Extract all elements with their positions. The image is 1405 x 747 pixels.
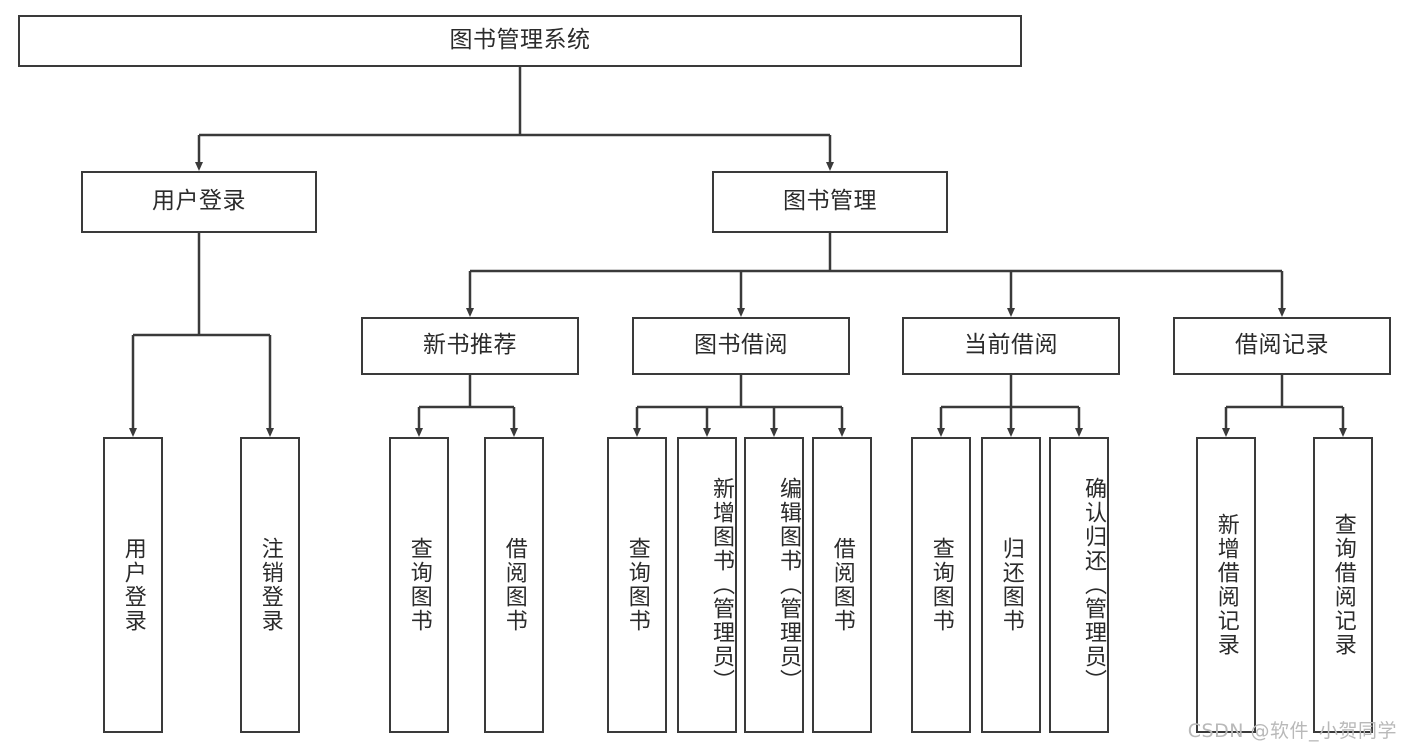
leaf-borrow-book-label: 借阅图书 <box>829 537 855 633</box>
leaf-query-book-current-label: 查询图书 <box>928 537 954 633</box>
leaf-query-borrow-record[interactable]: 查询借阅记录 <box>1313 437 1373 733</box>
leaf-confirm-return-admin-label: 确认归还（管理员） <box>1081 477 1106 693</box>
leaf-add-borrow-record-label: 新增借阅记录 <box>1213 513 1239 657</box>
leaf-query-book-borrow[interactable]: 查询图书 <box>607 437 667 733</box>
node-borrow-records[interactable]: 借阅记录 <box>1173 317 1391 375</box>
node-book-manage-label: 图书管理 <box>783 188 877 215</box>
node-book-borrow-label: 图书借阅 <box>694 332 788 359</box>
node-user-login[interactable]: 用户登录 <box>81 171 317 233</box>
leaf-return-book-label: 归还图书 <box>998 537 1024 633</box>
leaf-query-borrow-record-label: 查询借阅记录 <box>1330 513 1356 657</box>
node-new-book-recommend[interactable]: 新书推荐 <box>361 317 579 375</box>
leaf-borrow-book-recommend[interactable]: 借阅图书 <box>484 437 544 733</box>
leaf-add-borrow-record[interactable]: 新增借阅记录 <box>1196 437 1256 733</box>
leaf-query-book-recommend[interactable]: 查询图书 <box>389 437 449 733</box>
leaf-add-book-admin[interactable]: 新增图书（管理员） <box>677 437 737 733</box>
node-root-label: 图书管理系统 <box>449 27 591 54</box>
node-root[interactable]: 图书管理系统 <box>18 15 1022 67</box>
leaf-logout-label: 注销登录 <box>257 537 283 633</box>
leaf-query-book-recommend-label: 查询图书 <box>406 537 432 633</box>
leaf-borrow-book-recommend-label: 借阅图书 <box>501 537 527 633</box>
node-current-borrow-label: 当前借阅 <box>964 332 1058 359</box>
leaf-query-book-borrow-label: 查询图书 <box>624 537 650 633</box>
node-user-login-label: 用户登录 <box>152 188 246 215</box>
leaf-confirm-return-admin[interactable]: 确认归还（管理员） <box>1049 437 1109 733</box>
leaf-return-book[interactable]: 归还图书 <box>981 437 1041 733</box>
node-borrow-records-label: 借阅记录 <box>1235 332 1329 359</box>
node-current-borrow[interactable]: 当前借阅 <box>902 317 1120 375</box>
node-book-manage[interactable]: 图书管理 <box>712 171 948 233</box>
leaf-query-book-current[interactable]: 查询图书 <box>911 437 971 733</box>
leaf-edit-book-admin-label: 编辑图书（管理员） <box>776 477 801 693</box>
leaf-logout[interactable]: 注销登录 <box>240 437 300 733</box>
leaf-user-login[interactable]: 用户登录 <box>103 437 163 733</box>
leaf-user-login-label: 用户登录 <box>120 537 146 633</box>
watermark: CSDN @软件_小贺同学 <box>1187 720 1397 742</box>
node-new-book-recommend-label: 新书推荐 <box>423 332 517 359</box>
leaf-edit-book-admin[interactable]: 编辑图书（管理员） <box>744 437 804 733</box>
node-book-borrow[interactable]: 图书借阅 <box>632 317 850 375</box>
leaf-borrow-book[interactable]: 借阅图书 <box>812 437 872 733</box>
leaf-add-book-admin-label: 新增图书（管理员） <box>709 477 734 693</box>
